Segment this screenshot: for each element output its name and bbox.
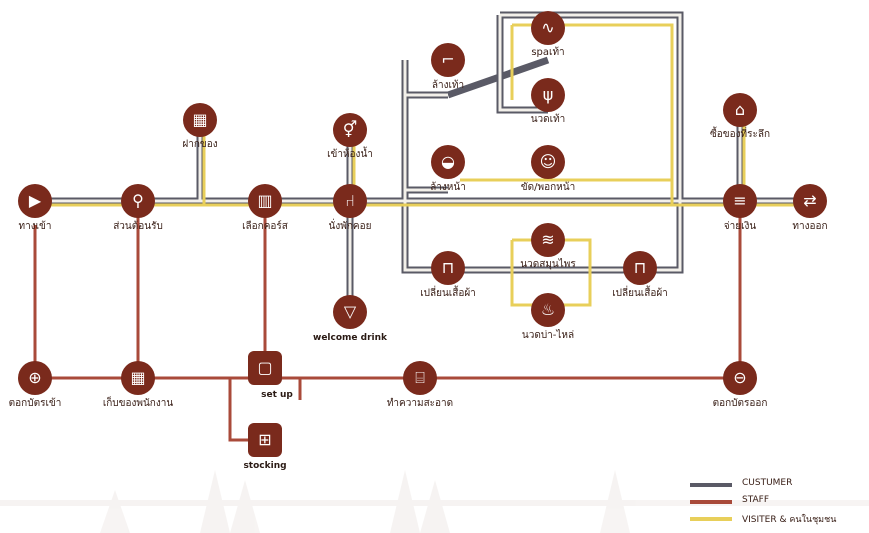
watermark — [0, 470, 869, 533]
shopping-bag-icon: ⌂ — [734, 100, 746, 119]
node-foot-massage: ψ — [531, 78, 565, 112]
node-reception: ⚲ — [121, 184, 155, 218]
node-shop: ▦ — [183, 103, 217, 137]
node-label: ซื้อของที่ระลึก — [709, 129, 771, 140]
tag-plus-icon: ⊕ — [28, 368, 42, 387]
node-waiting: ⑁ — [333, 184, 367, 218]
node-herbal-massage: ≋ — [531, 223, 565, 257]
node-label: เลือกคอร์ส — [242, 221, 288, 232]
node-wash-feet: ⌐ — [431, 43, 465, 77]
exit-icon: ⇄ — [803, 191, 817, 210]
node-label: ทางเข้า — [18, 221, 52, 232]
node-staff-storage: ▦ — [121, 361, 155, 395]
clothes-icon: ⊓ — [441, 258, 455, 277]
clothes-icon: ⊓ — [633, 258, 647, 277]
node-label: ทำความสะอาด — [386, 398, 454, 409]
bill-icon: ≡ — [733, 191, 747, 210]
node-spa-feet: ∿ — [531, 11, 565, 45]
customer-paths — [35, 11, 810, 307]
grid-icon: ▦ — [130, 368, 146, 387]
node-label: เข้าห้องน้ำ — [327, 149, 373, 160]
node-exit: ⇄ — [793, 184, 827, 218]
foot-spa-icon: ∿ — [541, 18, 555, 37]
node-change-clothes-2: ⊓ — [623, 251, 657, 285]
play-icon: ▶ — [28, 191, 42, 210]
legend-customer-label: CUSTUMER — [742, 478, 793, 488]
legend-staff-label: STAFF — [742, 495, 770, 505]
face-wash-icon: ◒ — [441, 152, 455, 171]
node-label: ตอกบัตรออก — [712, 398, 768, 409]
shoulder-massage-icon: ♨ — [540, 300, 556, 319]
node-staff-checkin: ⊕ — [18, 361, 52, 395]
setup-icon: ▢ — [257, 358, 273, 377]
node-label: ตอกบัตรเข้า — [8, 398, 62, 409]
cleaning-icon: ⌸ — [415, 368, 425, 387]
node-choose-course: ▥ — [248, 184, 282, 218]
node-label: นั่งพักคอย — [328, 221, 372, 232]
legend-customer-swatch — [690, 483, 732, 487]
legend-staff-swatch — [690, 500, 732, 504]
node-wash-face: ◒ — [431, 145, 465, 179]
node-label: จ่ายเงิน — [723, 221, 757, 232]
node-label: ขัด/พอกหน้า — [520, 182, 576, 193]
node-staff-checkout: ⊖ — [723, 361, 757, 395]
node-setup: ▢ — [248, 351, 282, 385]
restroom-icon: ⚥ — [342, 120, 358, 139]
node-label: นวดบ่า-ไหล่ — [521, 330, 575, 341]
node-shoulder-massage: ♨ — [531, 293, 565, 327]
node-welcome-drink: ▽ — [333, 295, 367, 329]
node-label: เก็บของพนักงาน — [102, 398, 174, 409]
legend-visitor-swatch — [690, 517, 732, 521]
node-label: ฝากของ — [182, 139, 218, 150]
map-icon: ▥ — [257, 191, 273, 210]
seat-icon: ⑁ — [345, 191, 355, 210]
node-label: ส่วนต้อนรับ — [113, 221, 163, 232]
node-label: เปลี่ยนเสื้อผ้า — [420, 288, 476, 299]
foot-massage-icon: ψ — [542, 85, 554, 104]
grid-icon: ▦ — [192, 110, 208, 129]
stocking-icon: ⊞ — [258, 430, 272, 449]
node-stocking: ⊞ — [248, 423, 282, 457]
tag-minus-icon: ⊖ — [733, 368, 747, 387]
node-entrance: ▶ — [18, 184, 52, 218]
node-facial: ☺ — [531, 145, 565, 179]
reception-desk-icon: ⚲ — [132, 191, 144, 210]
foot-icon: ⌐ — [441, 50, 455, 69]
node-restroom: ⚥ — [333, 113, 367, 147]
node-label: set up — [261, 390, 293, 400]
herbal-massage-icon: ≋ — [541, 230, 555, 249]
node-label: ทางออก — [792, 221, 828, 232]
node-label: ล้างหน้า — [430, 182, 466, 193]
node-label: spaเท้า — [531, 47, 565, 58]
node-label: welcome drink — [313, 333, 387, 343]
node-label: นวดสมุนไพร — [520, 259, 576, 270]
node-label: เปลี่ยนเสื้อผ้า — [612, 288, 668, 299]
node-label: นวดเท้า — [530, 114, 566, 125]
node-cleaning: ⌸ — [403, 361, 437, 395]
cocktail-icon: ▽ — [343, 302, 357, 321]
node-souvenir: ⌂ — [723, 93, 757, 127]
node-change-clothes: ⊓ — [431, 251, 465, 285]
node-label: ล้างเท้า — [431, 80, 465, 91]
node-payment: ≡ — [723, 184, 757, 218]
node-label: stocking — [243, 461, 287, 471]
legend-visitor-label: VISITER & คนในชุมชน — [742, 515, 837, 525]
face-mask-icon: ☺ — [539, 152, 557, 171]
